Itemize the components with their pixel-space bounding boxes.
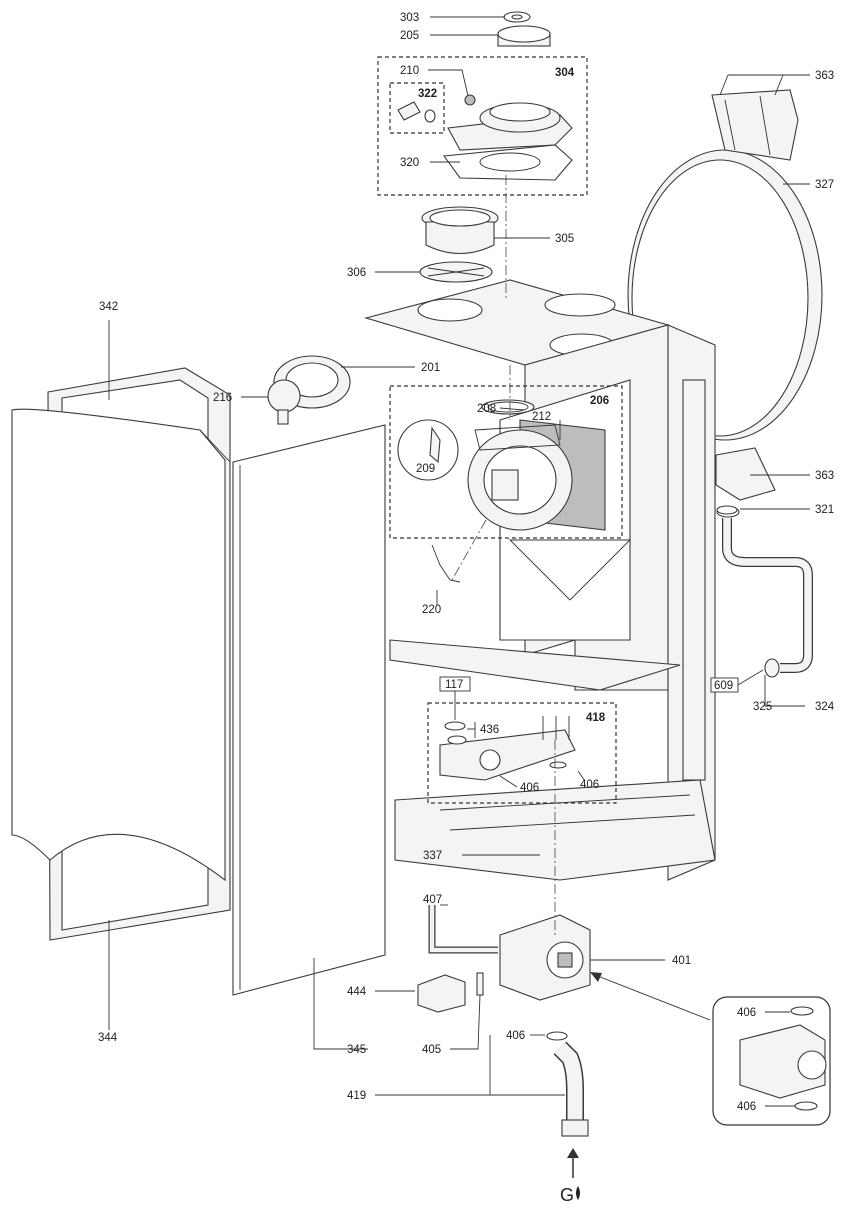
label-342: 342 bbox=[99, 301, 118, 313]
group-418-box bbox=[427, 702, 617, 804]
part-220-electrode bbox=[431, 544, 461, 583]
label-419: 419 bbox=[347, 1090, 366, 1102]
flame-icon bbox=[576, 1186, 580, 1200]
chassis-frame bbox=[363, 279, 716, 881]
label-418: 418 bbox=[586, 712, 606, 724]
label-363-top: 363 bbox=[815, 70, 834, 82]
part-324-pipe bbox=[716, 506, 813, 673]
label-363-lower: 363 bbox=[815, 470, 834, 482]
group-304-box bbox=[377, 56, 588, 196]
label-212: 212 bbox=[532, 411, 551, 423]
label-401: 401 bbox=[672, 955, 691, 967]
label-210: 210 bbox=[400, 65, 419, 77]
label-609: 609 bbox=[714, 680, 733, 692]
label-322: 322 bbox=[418, 88, 437, 100]
group-322-box bbox=[389, 82, 445, 134]
leader-lines bbox=[108, 16, 810, 1107]
label-220: 220 bbox=[422, 604, 441, 616]
label-320: 320 bbox=[400, 157, 419, 169]
group-206-box bbox=[389, 385, 623, 539]
label-407: 407 bbox=[423, 894, 442, 906]
label-337: 337 bbox=[423, 850, 442, 862]
part-325-nut bbox=[764, 658, 780, 678]
label-305: 305 bbox=[555, 233, 574, 245]
part-304-flue-manifold bbox=[447, 94, 573, 151]
label-gas: G bbox=[560, 1185, 574, 1205]
part-206-fan bbox=[467, 424, 573, 531]
part-216-pressure-switch bbox=[267, 379, 301, 425]
label-201: 201 bbox=[421, 362, 440, 374]
label-406-e: 406 bbox=[737, 1101, 756, 1113]
label-406-c: 406 bbox=[506, 1030, 525, 1042]
label-405: 405 bbox=[422, 1044, 441, 1056]
part-419-gas-inlet-pipe bbox=[546, 1031, 589, 1137]
label-304: 304 bbox=[555, 67, 575, 79]
part-208-gasket bbox=[481, 399, 535, 415]
part-320-gasket bbox=[442, 144, 573, 181]
label-324: 324 bbox=[815, 701, 835, 713]
label-345: 345 bbox=[347, 1044, 366, 1056]
label-306: 306 bbox=[347, 267, 366, 279]
part-401-gas-valve bbox=[499, 914, 591, 1001]
part-322-clip bbox=[397, 101, 436, 123]
detail-209-circle bbox=[397, 419, 459, 481]
label-216: 216 bbox=[213, 392, 232, 404]
label-444: 444 bbox=[347, 986, 367, 998]
label-209: 209 bbox=[416, 463, 435, 475]
part-205-nut bbox=[497, 25, 551, 47]
part-444-ignition-unit bbox=[417, 974, 466, 1013]
part-405-screw bbox=[476, 972, 484, 996]
label-208: 208 bbox=[477, 403, 496, 415]
part-303-washer bbox=[503, 11, 531, 23]
part-321-washer bbox=[716, 505, 738, 515]
label-406-d: 406 bbox=[737, 1007, 756, 1019]
label-344: 344 bbox=[98, 1032, 118, 1044]
arrow-up-icon bbox=[567, 1148, 579, 1178]
label-321: 321 bbox=[815, 504, 834, 516]
label-406-b: 406 bbox=[580, 779, 599, 791]
part-363-bracket-lower bbox=[715, 447, 776, 501]
part-418-valve-block bbox=[439, 716, 576, 781]
detail-gas-valve bbox=[739, 1006, 827, 1111]
part-305-flue-adaptor bbox=[421, 206, 499, 254]
label-117: 117 bbox=[445, 679, 463, 691]
part-344-side-panel bbox=[11, 408, 231, 885]
part-363-bracket-top bbox=[711, 89, 799, 161]
part-407-pipe bbox=[428, 905, 498, 954]
part-345-front-panel bbox=[232, 424, 386, 996]
part-306-baffle bbox=[419, 261, 493, 283]
label-206: 206 bbox=[590, 395, 609, 407]
label-205: 205 bbox=[400, 30, 419, 42]
label-303: 303 bbox=[400, 12, 419, 24]
label-327: 327 bbox=[815, 179, 834, 191]
label-325: 325 bbox=[753, 701, 772, 713]
label-436: 436 bbox=[480, 724, 499, 736]
label-406-a: 406 bbox=[520, 782, 539, 794]
